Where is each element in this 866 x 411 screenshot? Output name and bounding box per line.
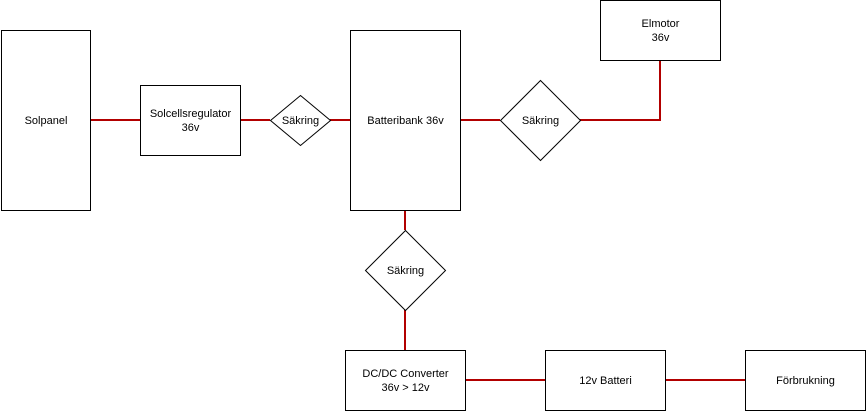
edges: [91, 60, 745, 381]
node-label: Batteribank 36v: [367, 115, 444, 127]
node-sublabel: 36v > 12v: [381, 382, 430, 394]
node-12v-batteri[interactable]: 12v Batteri: [545, 350, 666, 411]
node-label: DC/DC Converter: [362, 368, 449, 380]
node-label: Säkring: [522, 115, 559, 127]
edge-sakring2-elmotor[interactable]: [580, 60, 661, 121]
node-sublabel: 36v: [182, 122, 200, 134]
node-batteribank[interactable]: Batteribank 36v: [350, 30, 461, 211]
node-elmotor[interactable]: Elmotor 36v: [600, 0, 721, 61]
node-sakring3[interactable]: Säkring: [364, 229, 447, 312]
node-solcellsregulator[interactable]: Solcellsregulator 36v: [140, 85, 241, 156]
node-sublabel: 36v: [652, 32, 670, 44]
node-label: 12v Batteri: [579, 375, 632, 387]
node-label: Elmotor: [642, 18, 680, 30]
node-label: Säkring: [282, 115, 319, 127]
node-label: Förbrukning: [776, 375, 835, 387]
node-label: Solcellsregulator: [150, 108, 232, 120]
node-label: Solpanel: [25, 115, 68, 127]
node-label: Säkring: [387, 265, 424, 277]
node-sakring1[interactable]: Säkring: [269, 94, 332, 147]
node-solpanel[interactable]: Solpanel: [1, 30, 91, 211]
node-forbrukning[interactable]: Förbrukning: [745, 350, 866, 411]
node-sakring2[interactable]: Säkring: [499, 79, 582, 162]
node-dcdc-converter[interactable]: DC/DC Converter 36v > 12v: [345, 350, 466, 411]
